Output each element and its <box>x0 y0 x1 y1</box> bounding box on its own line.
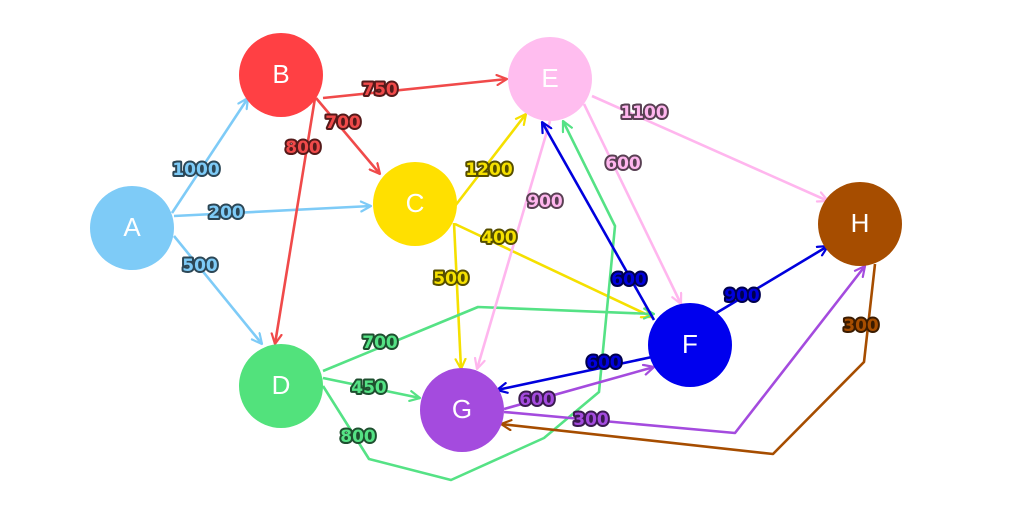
edge-weight-d-g: 450 <box>351 378 387 398</box>
edges-layer <box>170 79 877 482</box>
edge-c-g <box>452 222 461 369</box>
node-circle-h <box>818 182 902 266</box>
node-h: H <box>818 182 902 266</box>
node-b: B <box>239 33 323 117</box>
edge-f-g <box>497 355 653 390</box>
node-c: C <box>373 162 457 246</box>
edge-d-e <box>321 121 617 482</box>
node-label-c: C <box>406 188 425 218</box>
node-e: E <box>508 37 592 121</box>
node-label-h: H <box>851 208 870 238</box>
edge-weight-c-f: 400 <box>481 228 517 248</box>
node-circle-e <box>508 37 592 121</box>
edge-a-d <box>172 235 262 344</box>
edge-f-h <box>712 244 828 317</box>
edge-weight-g-f: 600 <box>519 390 555 410</box>
node-f: F <box>648 303 732 387</box>
node-circle-c <box>373 162 457 246</box>
edge-weight-d-f: 700 <box>362 333 398 353</box>
edge-weight-a-b: 1000 <box>172 160 219 180</box>
edge-h-g <box>501 263 877 456</box>
edge-b-e <box>322 79 507 100</box>
edge-weight-c-g: 500 <box>433 269 469 289</box>
edge-a-c <box>173 206 371 218</box>
edge-c-f <box>454 222 652 317</box>
node-circle-d <box>239 344 323 428</box>
edge-weight-e-g: 900 <box>527 192 563 212</box>
edge-e-f <box>582 103 681 304</box>
node-label-e: E <box>541 63 558 93</box>
node-circle-g <box>420 368 504 452</box>
nodes-layer: A B C D E F G H <box>90 33 902 452</box>
node-a: A <box>90 186 174 270</box>
edge-c-e <box>453 114 526 207</box>
node-d: D <box>239 344 323 428</box>
node-circle-b <box>239 33 323 117</box>
node-circle-f <box>648 303 732 387</box>
node-label-g: G <box>452 394 472 424</box>
edge-weight-e-h: 1100 <box>620 103 667 123</box>
edge-weight-d-e: 800 <box>340 427 376 447</box>
edge-b-c <box>315 97 380 174</box>
node-g: G <box>420 368 504 452</box>
edge-weight-g-h: 300 <box>573 410 609 430</box>
edge-g-f <box>503 367 654 411</box>
node-label-d: D <box>272 370 291 400</box>
edge-weight-a-d: 500 <box>182 256 218 276</box>
edge-b-d <box>275 97 317 344</box>
node-circle-a <box>90 186 174 270</box>
edge-weight-e-f: 600 <box>605 154 641 174</box>
edge-e-g <box>477 120 552 369</box>
edge-g-h <box>503 266 865 435</box>
edge-weight-f-h: 900 <box>724 286 760 306</box>
edge-a-b <box>170 98 248 214</box>
node-label-a: A <box>123 212 141 242</box>
edge-d-f <box>322 305 654 373</box>
edge-weight-b-e: 750 <box>362 80 398 100</box>
edge-weight-a-c: 200 <box>208 203 244 223</box>
edge-weight-f-e: 600 <box>611 270 647 290</box>
edge-d-g <box>322 376 420 398</box>
node-label-f: F <box>682 329 698 359</box>
node-label-b: B <box>272 59 289 89</box>
edge-weight-b-d: 800 <box>285 138 321 158</box>
edge-weight-b-c: 700 <box>325 113 361 133</box>
edge-weight-f-g: 600 <box>586 353 622 373</box>
edge-weight-h-g: 300 <box>843 316 879 336</box>
edge-e-h <box>591 94 828 201</box>
edge-f-e <box>540 122 656 321</box>
edge-weight-c-e: 1200 <box>465 160 512 180</box>
edge-labels-layer: 1000200500750700800120040050070045080011… <box>170 78 881 449</box>
